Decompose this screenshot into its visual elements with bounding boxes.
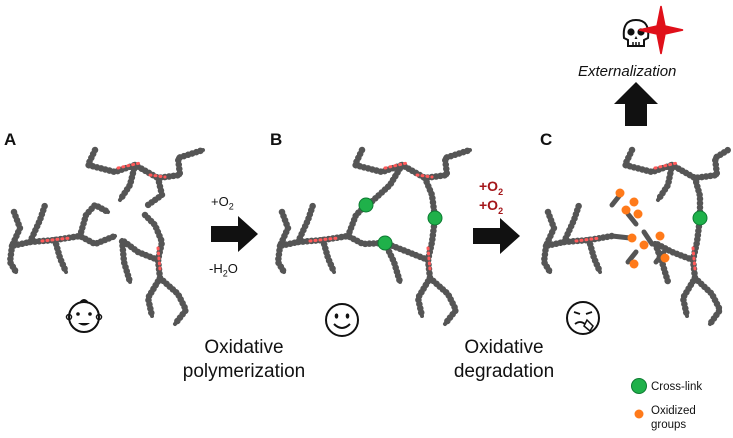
sick-face-icon — [566, 301, 600, 335]
chain — [364, 161, 406, 209]
ester-highlight — [156, 246, 162, 272]
legend-oxidized-dot — [634, 409, 644, 419]
chain — [542, 208, 616, 250]
chain — [144, 174, 166, 209]
chain — [414, 214, 439, 320]
chain — [319, 236, 338, 276]
crosslink-dot — [692, 210, 708, 226]
step1-label: Oxidative polymerization — [182, 337, 306, 382]
ester-highlight — [308, 236, 340, 243]
chain — [621, 146, 732, 182]
chain — [118, 236, 162, 286]
chain — [560, 201, 583, 246]
chain — [540, 242, 554, 276]
chain — [156, 274, 190, 328]
chain — [6, 242, 20, 276]
ester-highlight — [426, 246, 432, 272]
fragment — [625, 211, 639, 227]
fragment — [625, 249, 639, 265]
ester-highlight — [691, 246, 697, 272]
crosslink-dot — [427, 210, 443, 226]
chain — [274, 242, 288, 276]
step1-minus-h2o: -H2O — [209, 261, 238, 279]
chain — [679, 214, 704, 320]
oxidized-dot — [615, 188, 625, 198]
ester-highlight — [383, 161, 409, 170]
chain — [76, 201, 112, 240]
step1-plus-o2: +O2 — [211, 194, 234, 212]
fragment — [653, 249, 667, 265]
ester-highlight — [116, 161, 142, 170]
chain — [351, 146, 474, 182]
ester-highlight — [653, 161, 679, 170]
legend-crosslink-label: Cross-link — [651, 381, 703, 393]
spark-icon — [638, 5, 684, 55]
baby-face-icon — [65, 299, 103, 333]
ester-highlight — [40, 236, 72, 243]
oxidized-fragments — [609, 188, 670, 269]
oxidized-dot — [633, 209, 643, 219]
oxidized-dot — [655, 231, 665, 241]
chain — [51, 236, 70, 276]
step2-o2-line1: +O2 — [479, 178, 504, 197]
step2-arrow — [473, 218, 520, 254]
chain — [585, 236, 604, 276]
oxidized-dot — [629, 197, 639, 207]
chain — [116, 161, 139, 204]
crosslinks — [358, 197, 708, 251]
chain — [426, 274, 460, 328]
legend-crosslink-dot — [631, 378, 647, 394]
oxidized-dot — [627, 233, 637, 243]
fragment — [609, 233, 633, 241]
chain — [381, 239, 432, 286]
panel-c-molecules — [540, 146, 732, 328]
chain — [651, 239, 697, 286]
oxidized-dot — [660, 253, 670, 263]
crosslink-dot — [377, 235, 393, 251]
chain — [141, 211, 166, 320]
panel-label-a: A — [4, 130, 17, 149]
chain — [654, 161, 676, 204]
smiling-face-icon — [325, 303, 359, 337]
oxidized-dot — [639, 240, 649, 250]
oxidized-dot — [621, 205, 631, 215]
ester-highlight — [574, 236, 602, 243]
legend-oxidized-label: Oxidized groups — [651, 405, 696, 431]
chain — [26, 201, 49, 246]
panel-label-c: C — [540, 130, 553, 149]
externalization-label: Externalization — [578, 63, 677, 80]
step2-o2-line2: +O2 — [479, 197, 504, 216]
chain — [691, 274, 724, 328]
step2-label: Oxidative degradation — [453, 337, 555, 382]
oxidized-dot — [629, 259, 639, 269]
panel-b-molecules — [274, 146, 474, 328]
panel-label-b: B — [270, 130, 283, 149]
chain — [294, 201, 317, 246]
panel-a-molecules — [6, 146, 207, 328]
fragment — [641, 229, 655, 247]
step1-arrow — [211, 216, 258, 252]
chain — [84, 146, 207, 182]
chain — [421, 174, 439, 222]
skull-icon — [622, 18, 650, 47]
externalization-arrow — [614, 82, 658, 126]
crosslink-dot — [358, 197, 374, 213]
